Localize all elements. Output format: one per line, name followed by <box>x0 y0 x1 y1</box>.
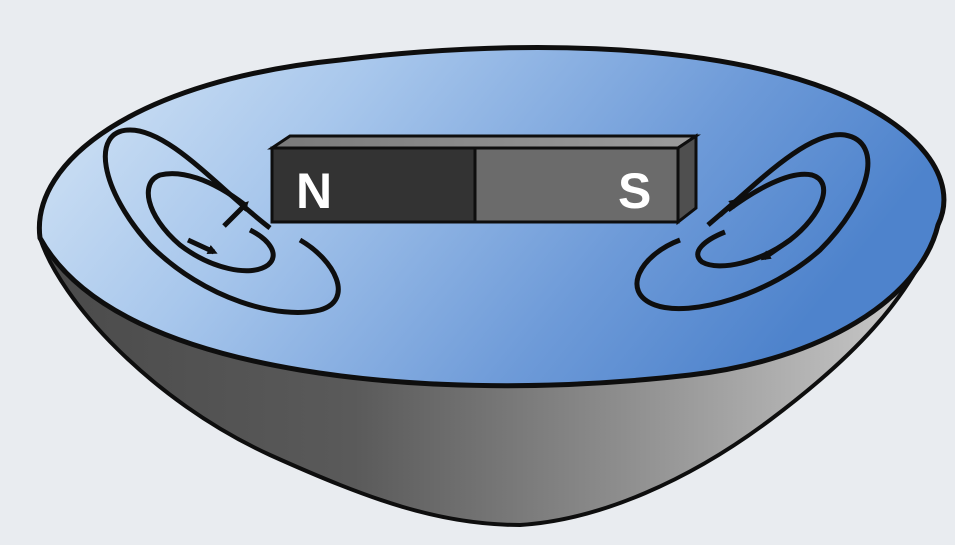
right-outer-loop <box>634 132 871 312</box>
right-inner-loop <box>695 171 827 269</box>
left-outer-loop <box>102 127 341 315</box>
right-arrow-return <box>760 237 792 261</box>
left-arrow-down <box>186 237 218 255</box>
magnet-end-face <box>676 133 698 226</box>
magnet-north-half <box>270 146 477 224</box>
magnet-top-face <box>267 134 701 150</box>
bar-magnet: N S <box>267 133 701 226</box>
magnet-north-label: N <box>296 163 332 219</box>
left-inner-loop <box>145 171 276 274</box>
right-arrow-into-s <box>706 198 740 227</box>
left-field-lines <box>102 127 341 315</box>
magnet-south-half <box>473 146 680 224</box>
left-arrow-up <box>222 201 249 228</box>
magnet-south-label: S <box>618 163 651 219</box>
right-field-lines <box>634 132 871 312</box>
